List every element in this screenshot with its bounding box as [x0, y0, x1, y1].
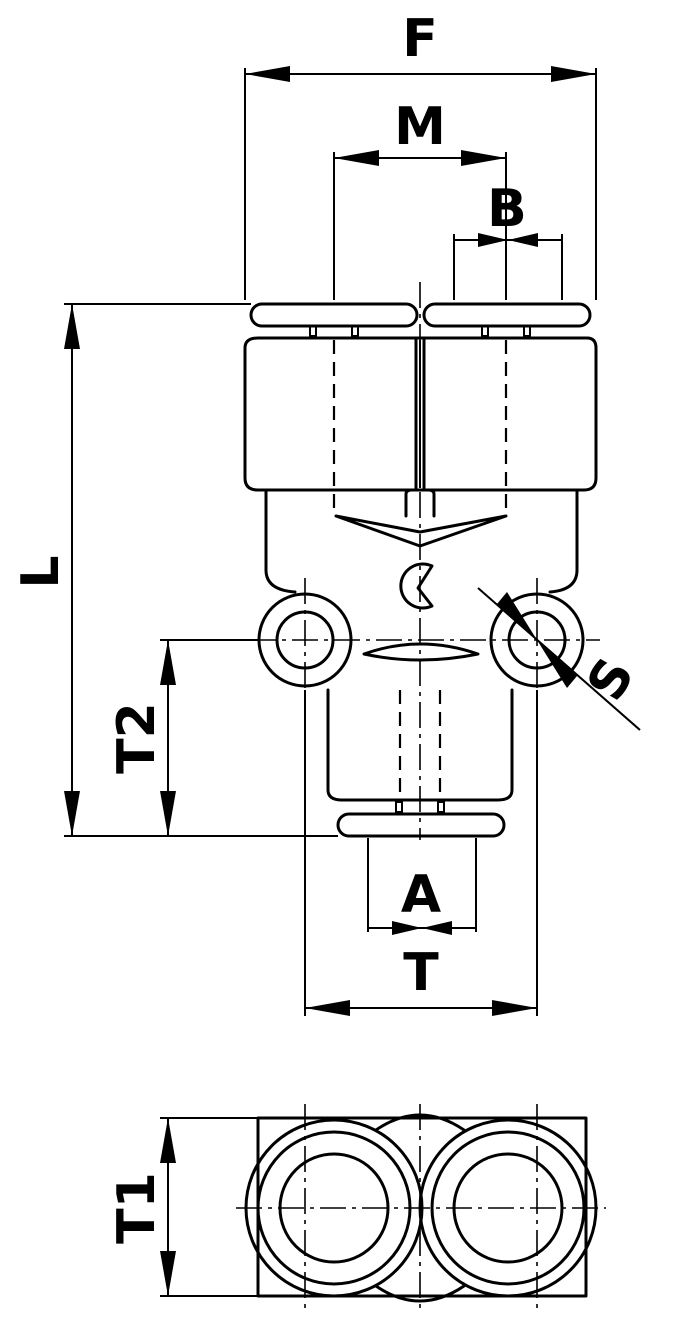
collet-notches [309, 325, 531, 337]
dim-label-m: M [394, 97, 446, 157]
c-mark [399, 562, 434, 610]
dim-label-l: L [11, 555, 71, 588]
upper-body [243, 336, 598, 492]
center-slot [362, 642, 480, 662]
dim-label-t1: T1 [107, 1172, 167, 1244]
bottom-view: T1 [107, 1104, 606, 1312]
dim-label-t: T [403, 943, 439, 1003]
front-view [243, 282, 600, 840]
dim-label-s: S [576, 648, 647, 710]
right-collet [422, 302, 592, 328]
bottom-collet [336, 812, 506, 838]
dim-label-b: B [487, 179, 527, 239]
dim-label-f: F [402, 9, 438, 69]
dimensions: F M B L T2 S A T [11, 9, 647, 1016]
internal-passage [334, 514, 508, 548]
left-collet [249, 302, 419, 328]
dim-label-a: A [401, 865, 441, 925]
dim-label-t2: T2 [107, 702, 167, 774]
